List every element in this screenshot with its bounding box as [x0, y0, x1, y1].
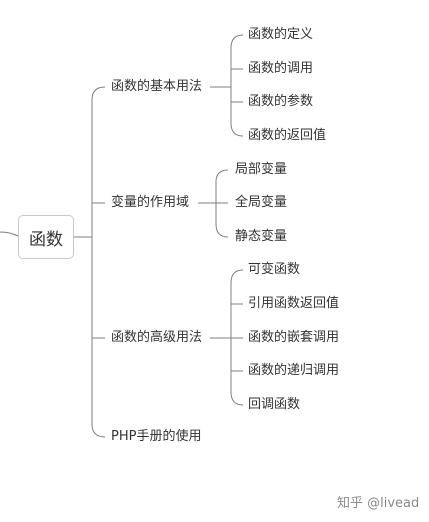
- leaf-node[interactable]: 函数的递归调用: [248, 363, 340, 378]
- leaf-node[interactable]: 静态变量: [235, 229, 288, 244]
- leaf-node[interactable]: 回调函数: [248, 397, 301, 412]
- branch-node-basic-usage[interactable]: 函数的基本用法: [111, 79, 203, 94]
- leaf-node[interactable]: 函数的调用: [248, 61, 314, 76]
- leaf-node[interactable]: 全局变量: [235, 195, 288, 210]
- branch-node-php-manual[interactable]: PHP手册的使用: [111, 429, 202, 444]
- leaf-node[interactable]: 局部变量: [235, 162, 288, 177]
- watermark: 知乎 @livead: [337, 496, 420, 511]
- leaf-node[interactable]: 函数的嵌套调用: [248, 330, 340, 345]
- branch-node-variable-scope[interactable]: 变量的作用域: [111, 195, 190, 210]
- leaf-node[interactable]: 函数的定义: [248, 27, 314, 42]
- leaf-node[interactable]: 函数的返回值: [248, 128, 327, 143]
- leaf-node[interactable]: 函数的参数: [248, 94, 314, 109]
- root-left-connector: [0, 231, 19, 237]
- main-trunk: [91, 86, 106, 438]
- branch3-trunk: [230, 269, 244, 406]
- branch-node-advanced-usage[interactable]: 函数的高级用法: [111, 330, 203, 345]
- branch2-trunk: [215, 169, 229, 238]
- leaf-node[interactable]: 引用函数返回值: [248, 296, 340, 311]
- leaf-node[interactable]: 可变函数: [248, 262, 301, 277]
- branch1-trunk: [230, 34, 244, 137]
- root-node[interactable]: 函数: [18, 215, 74, 259]
